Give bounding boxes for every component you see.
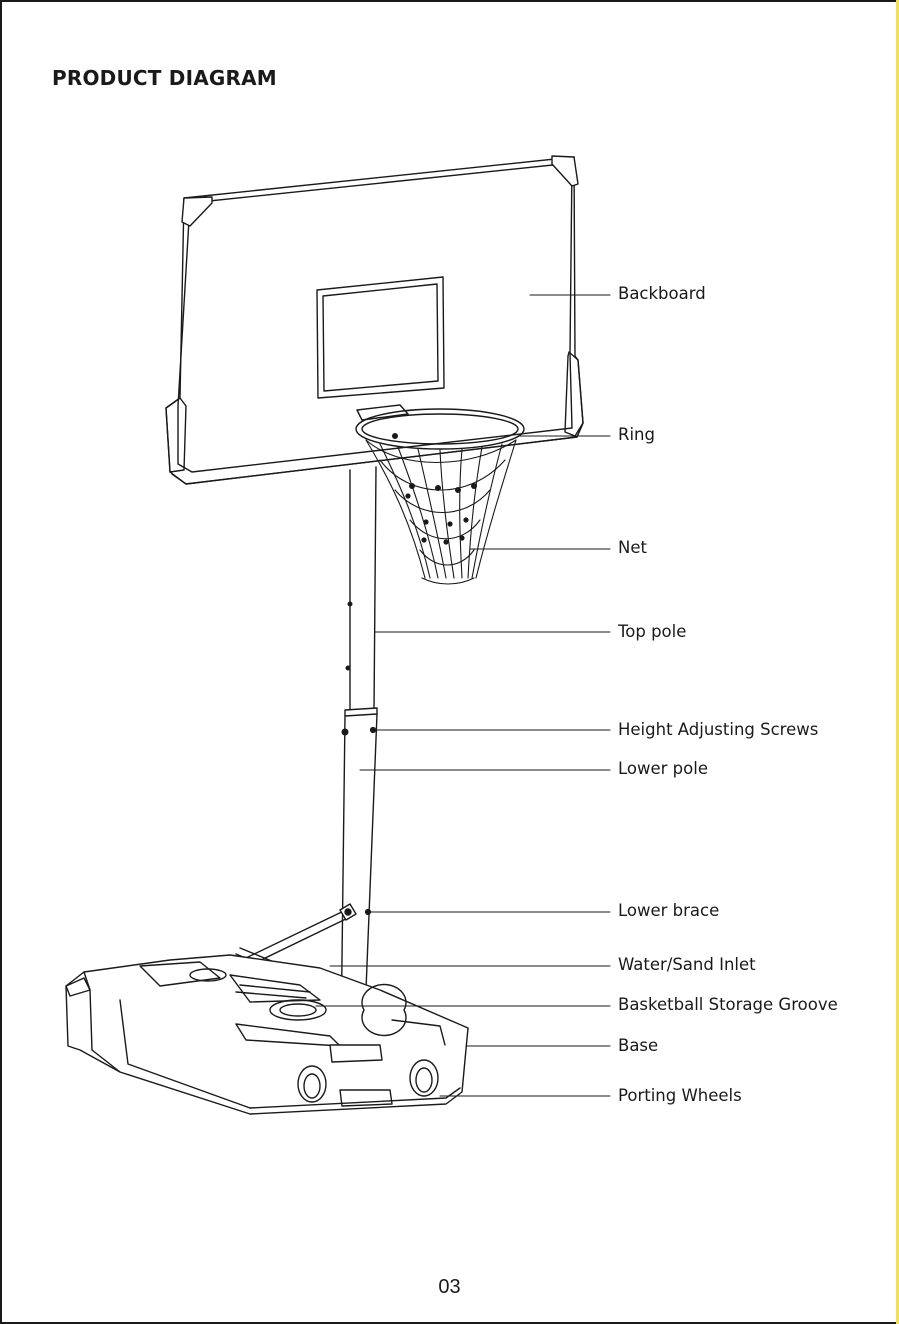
label-basketball-storage-groove: Basketball Storage Groove xyxy=(618,997,838,1014)
label-ring: Ring xyxy=(618,427,655,444)
label-net: Net xyxy=(618,540,647,557)
label-top-pole: Top pole xyxy=(618,624,686,641)
label-lower-pole: Lower pole xyxy=(618,761,708,778)
label-base: Base xyxy=(618,1038,658,1055)
label-height-adjusting-screws: Height Adjusting Screws xyxy=(618,722,818,739)
page-number: 03 xyxy=(0,1276,899,1299)
label-lower-brace: Lower brace xyxy=(618,903,719,920)
top-pole-drawing xyxy=(346,467,376,710)
net-drawing xyxy=(366,440,516,584)
label-water-sand-inlet: Water/Sand Inlet xyxy=(618,957,756,974)
label-porting-wheels: Porting Wheels xyxy=(618,1088,742,1105)
base-drawing xyxy=(66,955,468,1114)
label-backboard: Backboard xyxy=(618,286,706,303)
